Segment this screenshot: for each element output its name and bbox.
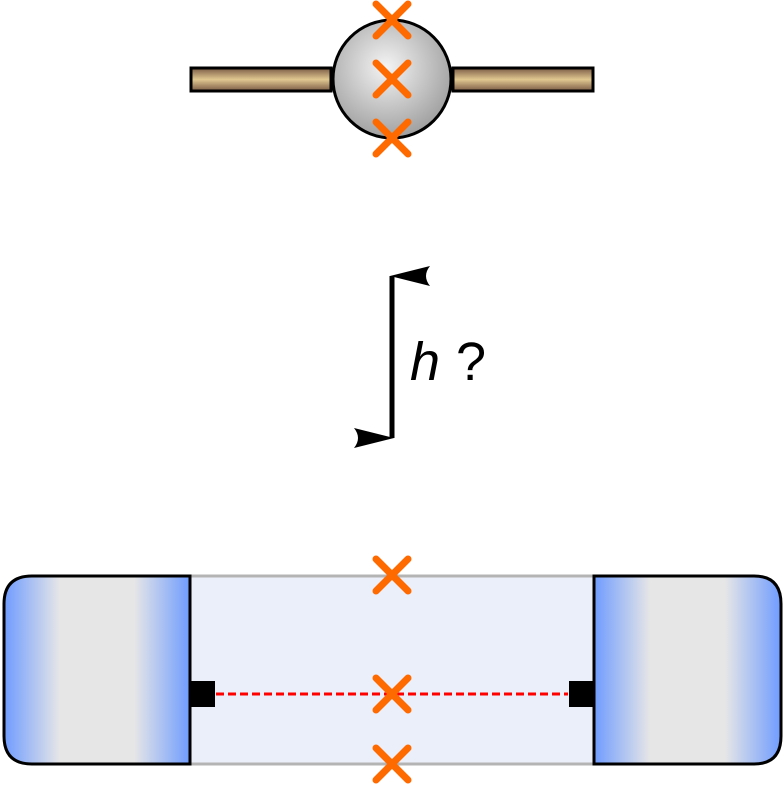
top-molecule-cross-center-icon xyxy=(372,59,412,99)
cross-markers xyxy=(372,0,412,784)
bottom-junction xyxy=(2,574,783,766)
left-electrode xyxy=(2,574,192,766)
cross-stroke xyxy=(372,555,412,595)
cross-stroke xyxy=(372,59,412,99)
top-molecule-cross-upper-icon xyxy=(372,0,412,40)
left-contact-block xyxy=(191,681,215,707)
cross-stroke xyxy=(372,0,412,40)
junction-cross-lower-icon xyxy=(372,744,412,784)
distance-symbol: h xyxy=(410,332,440,392)
distance-question-mark: ? xyxy=(456,332,486,392)
cross-stroke xyxy=(372,744,412,784)
channel xyxy=(190,576,594,764)
right-rod xyxy=(451,66,595,93)
right-contact-block xyxy=(569,681,593,707)
junction-cross-upper-icon xyxy=(372,555,412,595)
cross-stroke xyxy=(372,674,412,714)
top-molecule-cross-lower-icon xyxy=(372,118,412,158)
cross-stroke xyxy=(372,118,412,158)
left-rod xyxy=(189,66,333,93)
distance-label: h? xyxy=(410,332,486,392)
right-electrode xyxy=(592,574,783,766)
junction-cross-center-icon xyxy=(372,674,412,714)
